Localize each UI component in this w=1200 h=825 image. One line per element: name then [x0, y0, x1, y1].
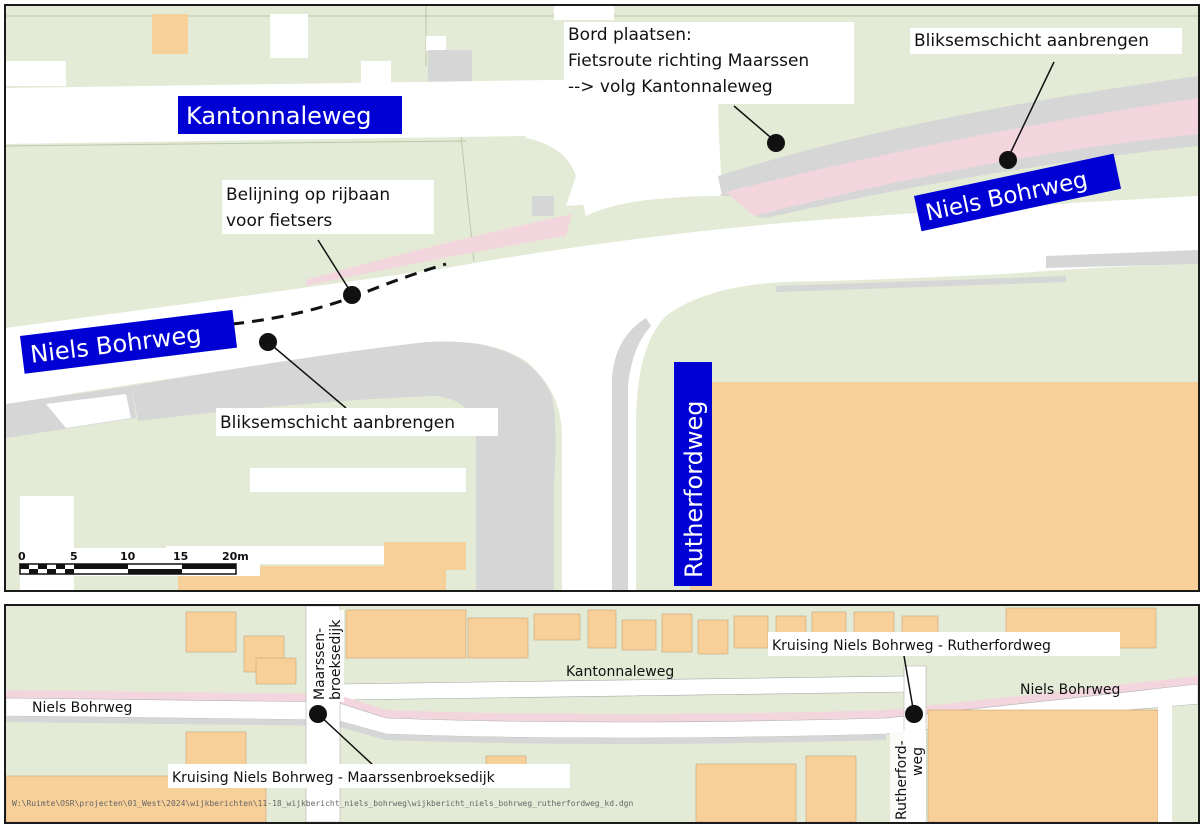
overview-niels-bohrweg-left-label: Niels Bohrweg [32, 700, 132, 716]
main-map: Bord plaatsen: Fietsroute richting Maars… [4, 4, 1200, 592]
scale-tick-0: 0 [18, 550, 26, 563]
belijning-annotation-line1: Belijning op rijbaan [226, 185, 390, 205]
svg-text:broeksedijk: broeksedijk [328, 619, 344, 700]
bord-marker-dot [767, 134, 785, 152]
scale-tick-5: 5 [70, 550, 78, 563]
bliksem-left-marker-dot [259, 333, 277, 351]
svg-text:Rutherfordweg: Rutherfordweg [680, 400, 708, 578]
bord-annotation-line3: --> volg Kantonnaleweg [568, 77, 773, 97]
scale-bar: 0 5 10 15 20m [18, 548, 260, 576]
bord-annotation-line1: Bord plaatsen: [568, 25, 692, 45]
kruising-maarssen-annotation: Kruising Niels Bohrweg - Maarssenbroekse… [172, 770, 496, 786]
overview-map: Maarssen- broeksedijk Kantonnaleweg Niel… [4, 604, 1200, 824]
scale-tick-10: 10 [120, 550, 136, 563]
bord-annotation-line2: Fietsroute richting Maarssen [568, 51, 809, 71]
rutherford-kruising-marker-dot [905, 705, 923, 723]
scale-tick-15: 15 [173, 550, 188, 563]
kruising-rutherford-annotation: Kruising Niels Bohrweg - Rutherfordweg [772, 638, 1051, 654]
svg-text:Rutherford-: Rutherford- [894, 740, 910, 820]
overview-kantonnaleweg-label: Kantonnaleweg [566, 664, 674, 680]
kantonnaleweg-label: Kantonnaleweg [178, 96, 402, 134]
belijning-annotation-line2: voor fietsers [226, 211, 332, 231]
belijning-marker-dot [343, 286, 361, 304]
scale-tick-20: 20m [222, 550, 249, 563]
rutherfordweg-label: Rutherfordweg [674, 362, 712, 586]
svg-text:Kantonnaleweg: Kantonnaleweg [186, 102, 372, 130]
maarssen-vertical-label: Maarssen- broeksedijk [308, 610, 344, 702]
bliksem-right-annotation: Bliksemschicht aanbrengen [914, 31, 1149, 51]
rutherford-vertical-label: Rutherford- weg [890, 730, 926, 822]
file-path-text: W:\Ruimte\OSR\projecten\01_West\2024\wij… [12, 799, 634, 808]
maarssen-kruising-marker-dot [309, 705, 327, 723]
svg-text:weg: weg [910, 747, 926, 776]
bliksem-right-marker-dot [999, 151, 1017, 169]
svg-text:Maarssen-: Maarssen- [312, 628, 328, 700]
overview-niels-bohrweg-right-label: Niels Bohrweg [1020, 682, 1120, 698]
bliksem-left-annotation: Bliksemschicht aanbrengen [220, 413, 455, 433]
